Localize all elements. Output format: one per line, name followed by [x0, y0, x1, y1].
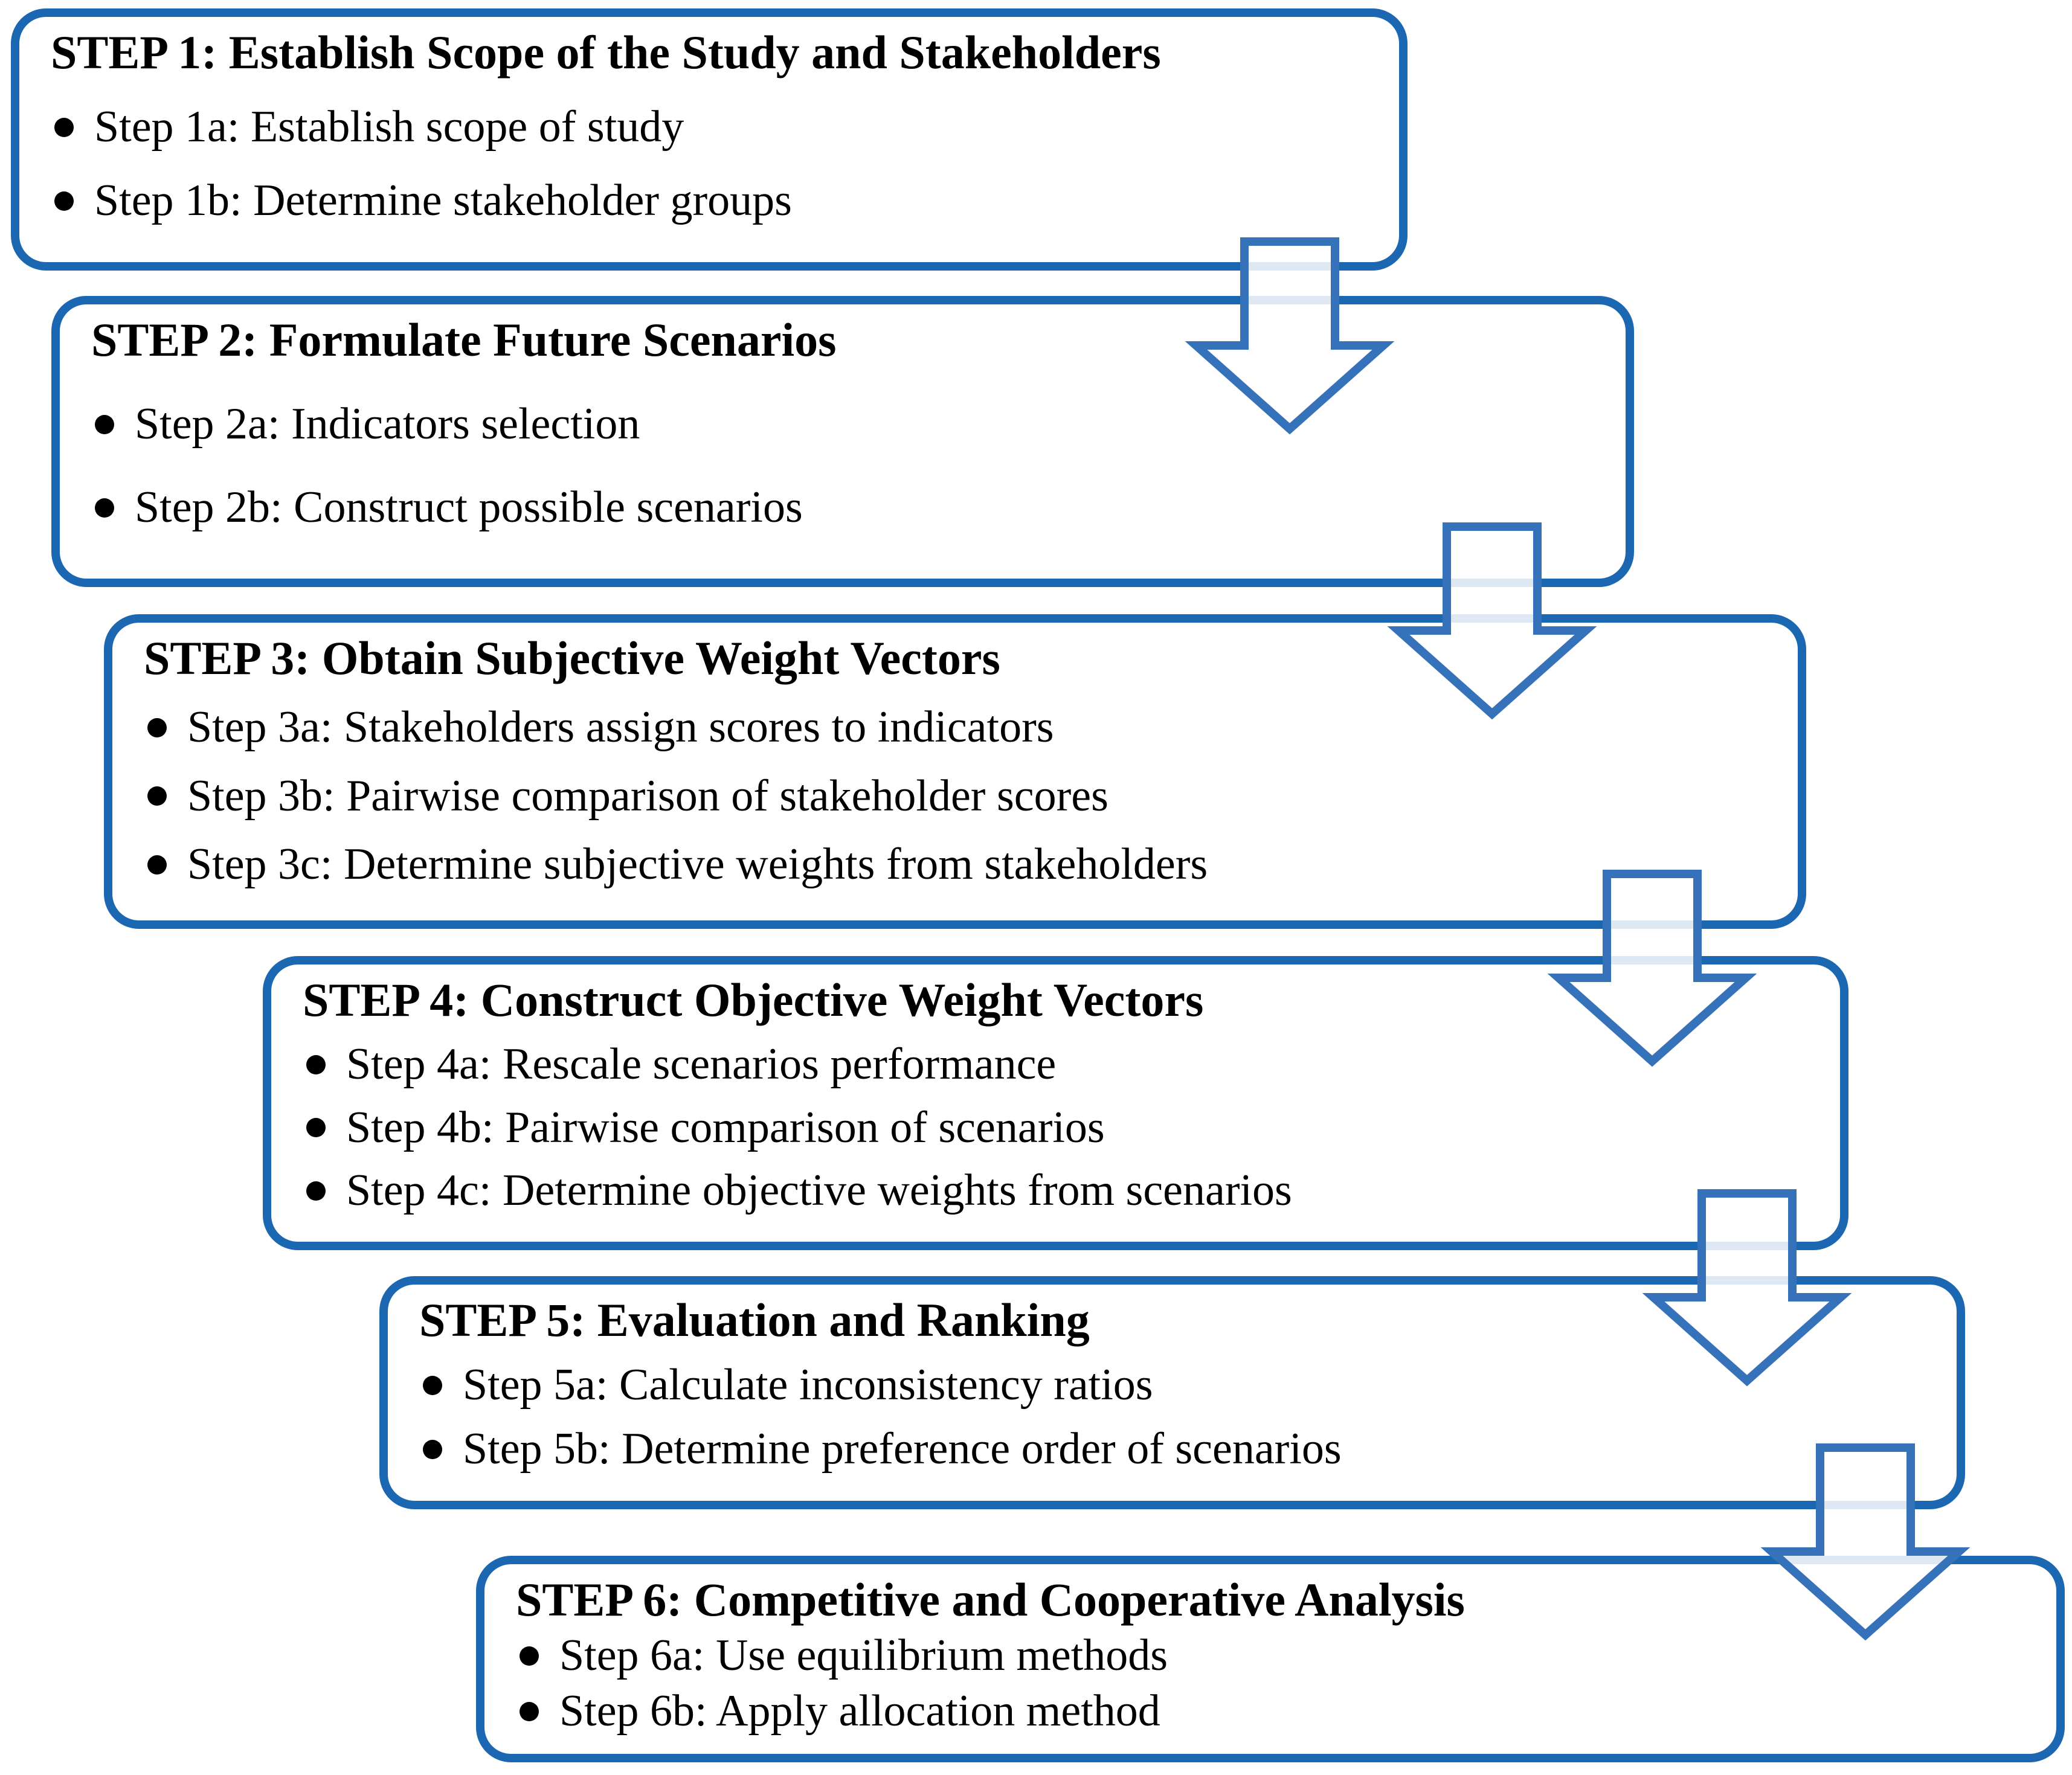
- step-box-3: STEP 3: Obtain Subjective Weight Vectors…: [104, 614, 1806, 929]
- step-box-6: STEP 6: Competitive and Cooperative Anal…: [476, 1556, 2065, 1762]
- step-title: STEP 2: Formulate Future Scenarios: [91, 313, 837, 366]
- step-title: STEP 3: Obtain Subjective Weight Vectors: [144, 632, 1000, 684]
- step-bullet-list: Step 2a: Indicators selection Step 2b: C…: [91, 365, 1607, 568]
- step-bullet-list: Step 4a: Rescale scenarios performance S…: [303, 1025, 1822, 1231]
- step-box-4: STEP 4: Construct Objective Weight Vecto…: [263, 956, 1848, 1250]
- step-title: STEP 4: Construct Objective Weight Vecto…: [303, 974, 1204, 1026]
- step-bullet: Step 2b: Construct possible scenarios: [91, 484, 1607, 531]
- step-bullet: Step 3c: Determine subjective weights fr…: [144, 841, 1780, 888]
- step-title: STEP 1: Establish Scope of the Study and…: [51, 26, 1161, 79]
- step-bullet: Step 4c: Determine objective weights fro…: [303, 1167, 1822, 1215]
- step-bullet-list: Step 6a: Use equilibrium methods Step 6b…: [516, 1625, 2038, 1743]
- step-bullet-list: Step 3a: Stakeholders assign scores to i…: [144, 683, 1780, 910]
- step-box-1: STEP 1: Establish Scope of the Study and…: [11, 8, 1408, 271]
- step-box-5: STEP 5: Evaluation and Ranking Step 5a: …: [379, 1276, 1965, 1509]
- step-box-2: STEP 2: Formulate Future Scenarios Step …: [51, 296, 1634, 587]
- step-bullet: Step 2a: Indicators selection: [91, 400, 1607, 448]
- step-bullet: Step 3a: Stakeholders assign scores to i…: [144, 704, 1780, 751]
- step-bullet: Step 3b: Pairwise comparison of stakehol…: [144, 772, 1780, 820]
- step-title: STEP 5: Evaluation and Ranking: [419, 1294, 1090, 1346]
- step-title: STEP 6: Competitive and Cooperative Anal…: [516, 1573, 1465, 1626]
- step-bullet: Step 6a: Use equilibrium methods: [516, 1632, 2038, 1680]
- step-bullet: Step 1a: Establish scope of study: [51, 103, 1381, 151]
- step-bullet: Step 5a: Calculate inconsistency ratios: [419, 1361, 1938, 1409]
- step-bullet: Step 4a: Rescale scenarios performance: [303, 1041, 1822, 1088]
- step-bullet-list: Step 1a: Establish scope of study Step 1…: [51, 77, 1381, 251]
- step-bullet: Step 5b: Determine preference order of s…: [419, 1425, 1938, 1473]
- step-bullet: Step 1b: Determine stakeholder groups: [51, 177, 1381, 225]
- step-bullet-list: Step 5a: Calculate inconsistency ratios …: [419, 1345, 1938, 1490]
- step-bullet: Step 6b: Apply allocation method: [516, 1687, 2038, 1735]
- step-bullet: Step 4b: Pairwise comparison of scenario…: [303, 1104, 1822, 1152]
